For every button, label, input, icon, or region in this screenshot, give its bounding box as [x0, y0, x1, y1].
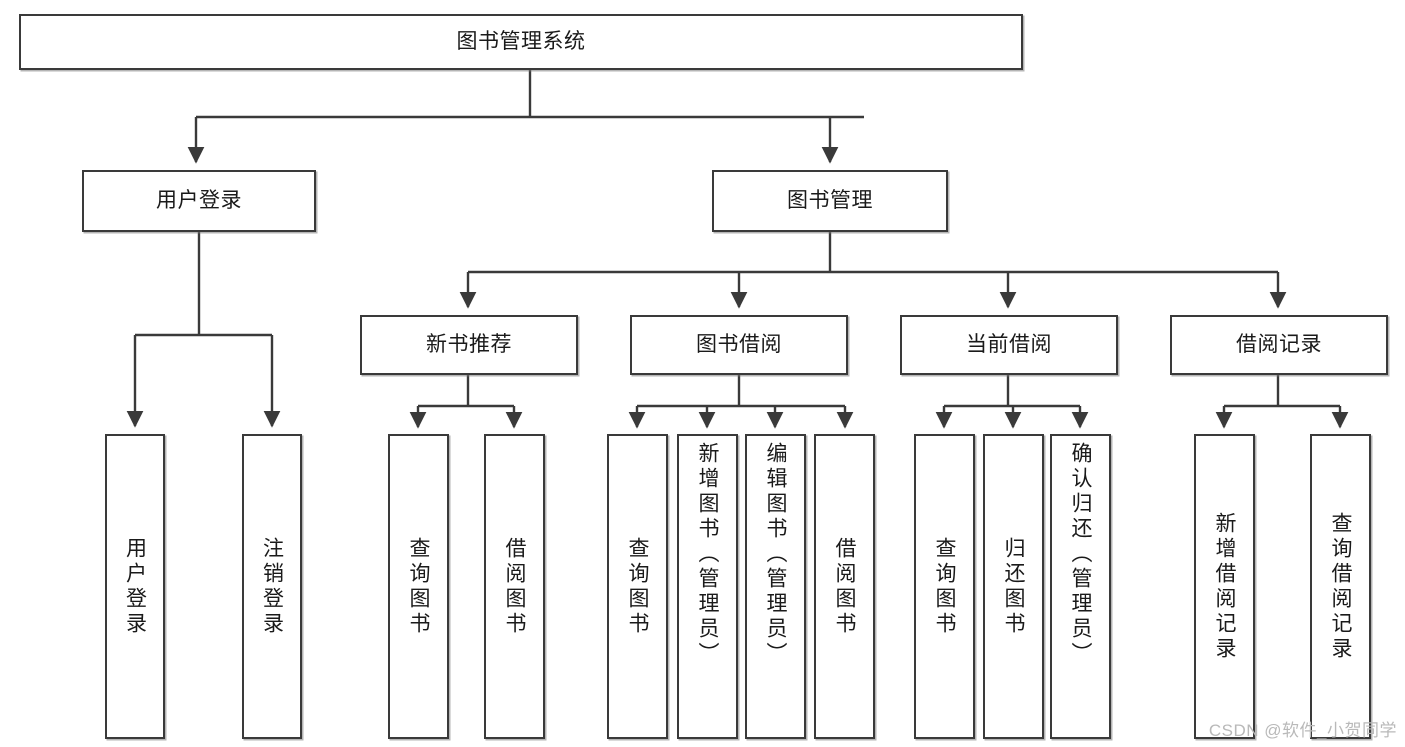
- node-current-borrow[interactable]: 当前借阅: [900, 315, 1118, 375]
- node-book-borrow-label: 图书借阅: [696, 333, 782, 357]
- node-leaf-query-book-2-label: 查询图书: [626, 536, 649, 637]
- node-user-login-label: 用户登录: [156, 189, 242, 213]
- node-current-borrow-label: 当前借阅: [966, 333, 1052, 357]
- node-leaf-add-book[interactable]: 新增图书（管理员）: [677, 434, 738, 739]
- watermark: CSDN @软件_小贺同学: [1208, 721, 1397, 740]
- node-leaf-user-logout-label: 注销登录: [260, 536, 284, 637]
- node-leaf-borrow-book-2-label: 借阅图书: [833, 536, 856, 637]
- node-leaf-query-book-2[interactable]: 查询图书: [607, 434, 668, 739]
- node-leaf-user-logout[interactable]: 注销登录: [242, 434, 302, 739]
- node-leaf-query-book-3[interactable]: 查询图书: [914, 434, 975, 739]
- node-leaf-confirm-return[interactable]: 确认归还（管理员）: [1050, 434, 1111, 739]
- node-user-login[interactable]: 用户登录: [82, 170, 316, 232]
- node-leaf-borrow-book-1[interactable]: 借阅图书: [484, 434, 545, 739]
- node-new-book-recommend-label: 新书推荐: [426, 333, 512, 357]
- node-leaf-add-borrow-record-label: 新增借阅记录: [1213, 511, 1236, 662]
- node-book-borrow[interactable]: 图书借阅: [630, 315, 848, 375]
- node-leaf-return-book-label: 归还图书: [1002, 536, 1025, 637]
- node-leaf-user-login[interactable]: 用户登录: [105, 434, 165, 739]
- node-leaf-query-book-1-label: 查询图书: [407, 536, 430, 637]
- node-leaf-borrow-book-2[interactable]: 借阅图书: [814, 434, 875, 739]
- node-leaf-query-book-1[interactable]: 查询图书: [388, 434, 449, 739]
- node-leaf-user-login-label: 用户登录: [123, 536, 147, 637]
- node-leaf-edit-book[interactable]: 编辑图书（管理员）: [745, 434, 806, 739]
- node-leaf-borrow-book-1-label: 借阅图书: [503, 536, 526, 637]
- node-new-book-recommend[interactable]: 新书推荐: [360, 315, 578, 375]
- node-root-label: 图书管理系统: [456, 30, 586, 54]
- node-borrow-record[interactable]: 借阅记录: [1170, 315, 1388, 375]
- node-leaf-return-book[interactable]: 归还图书: [983, 434, 1044, 739]
- node-leaf-confirm-return-label: 确认归还（管理员）: [1069, 442, 1092, 667]
- node-leaf-add-borrow-record[interactable]: 新增借阅记录: [1194, 434, 1255, 739]
- node-leaf-edit-book-label: 编辑图书（管理员）: [764, 442, 787, 667]
- node-book-manage[interactable]: 图书管理: [712, 170, 948, 232]
- node-root[interactable]: 图书管理系统: [19, 14, 1023, 70]
- node-book-manage-label: 图书管理: [787, 189, 873, 213]
- node-borrow-record-label: 借阅记录: [1236, 333, 1322, 357]
- node-leaf-query-borrow-record-label: 查询借阅记录: [1329, 511, 1352, 662]
- node-leaf-query-borrow-record[interactable]: 查询借阅记录: [1310, 434, 1371, 739]
- node-leaf-query-book-3-label: 查询图书: [933, 536, 956, 637]
- node-leaf-add-book-label: 新增图书（管理员）: [696, 442, 719, 667]
